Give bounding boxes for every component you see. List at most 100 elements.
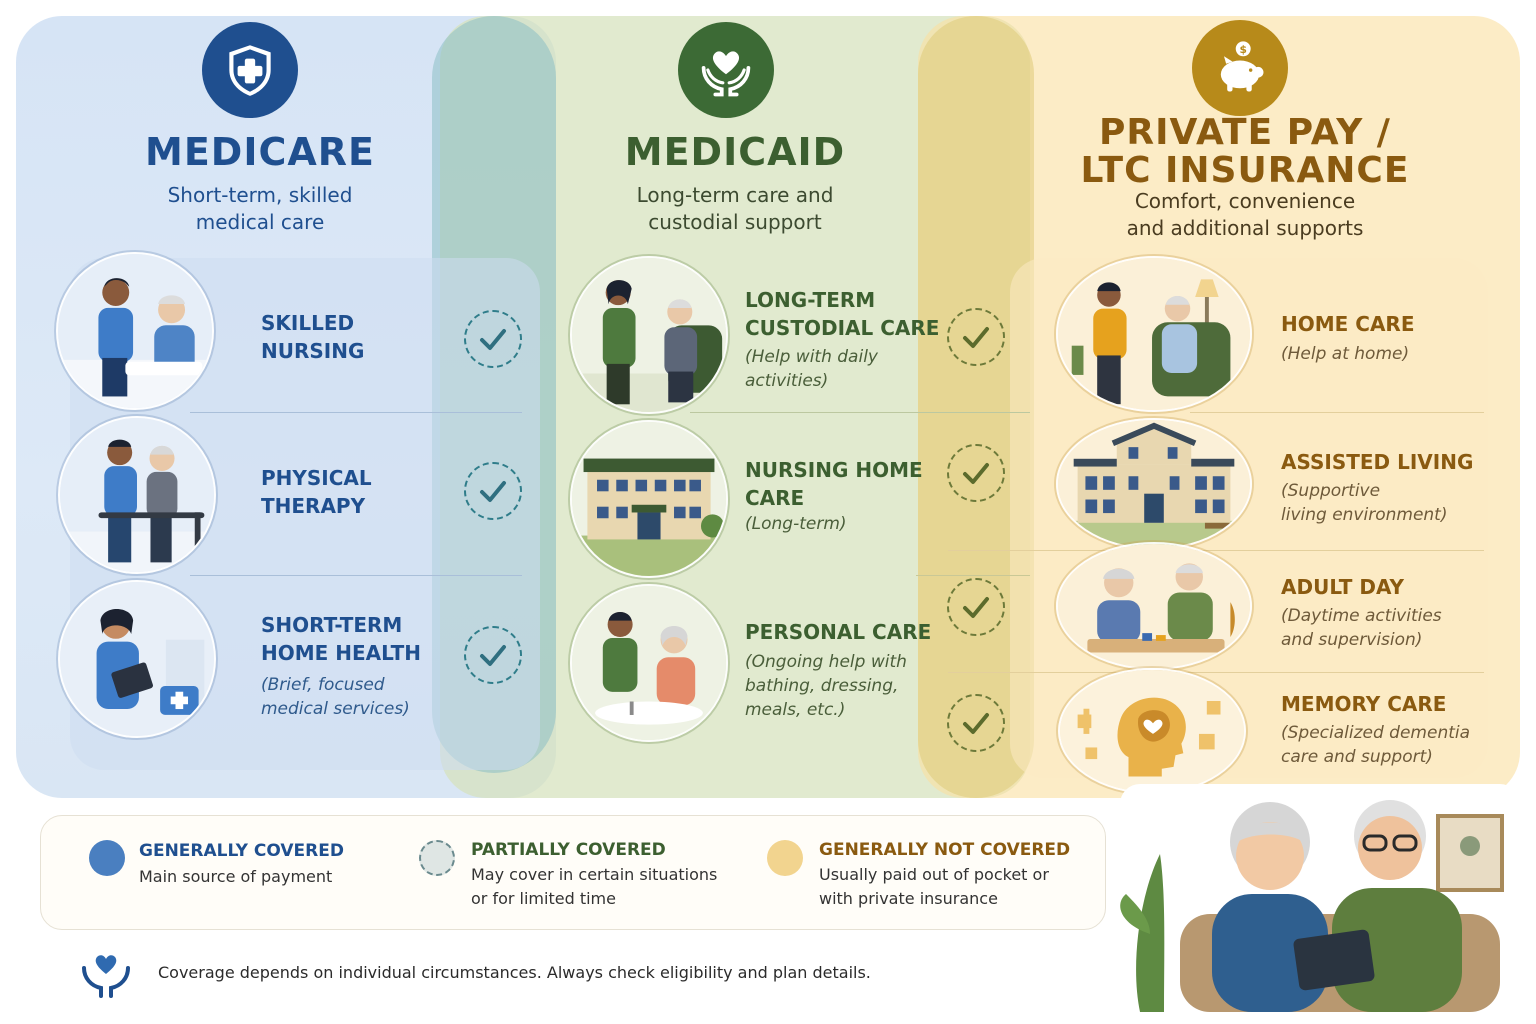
piggy-bank-icon: $ bbox=[1192, 20, 1288, 116]
service-note-line3: meals, etc.) bbox=[745, 700, 846, 720]
row-divider bbox=[690, 412, 1030, 413]
legend-not-covered-title: GENERALLY NOT COVERED bbox=[819, 840, 1071, 860]
service-title-line1: PHYSICAL bbox=[261, 466, 372, 490]
private-pay-title: PRIVATE PAY / LTC INSURANCE bbox=[1080, 114, 1410, 190]
service-note: (Help with daily activities) bbox=[745, 345, 878, 393]
service-title-line2: CARE bbox=[745, 486, 805, 510]
service-nursing-home-care: NURSING HOME CARE bbox=[745, 456, 923, 512]
private-title-line1: PRIVATE PAY / bbox=[1099, 112, 1391, 153]
service-title-line1: PERSONAL CARE bbox=[745, 620, 932, 644]
service-note-line1: (Daytime activities bbox=[1281, 606, 1442, 626]
home-health-nurse-illustration bbox=[58, 580, 216, 738]
legend-not-covered-swatch bbox=[767, 840, 803, 876]
legend-not-covered-text: Usually paid out of pocket or with priva… bbox=[819, 863, 1049, 911]
service-note-line2: activities) bbox=[745, 371, 829, 391]
service-note: (Brief, focused medical services) bbox=[261, 673, 410, 721]
service-note-line1: (Brief, focused bbox=[261, 675, 385, 695]
legend-covered-swatch bbox=[89, 840, 125, 876]
legend-partial-text: May cover in certain situations or for l… bbox=[471, 863, 717, 911]
personal-care-illustration bbox=[570, 584, 728, 742]
row-divider bbox=[1190, 412, 1484, 413]
service-title-line2: HOME HEALTH bbox=[261, 641, 421, 665]
svg-text:$: $ bbox=[1239, 43, 1246, 56]
service-long-term-custodial-care: LONG-TERM CUSTODIAL CARE bbox=[745, 286, 939, 342]
medicaid-title: MEDICAID bbox=[624, 130, 846, 174]
service-title-line2: CUSTODIAL CARE bbox=[745, 316, 940, 340]
service-note: (Help at home) bbox=[1281, 342, 1409, 366]
row-divider bbox=[948, 550, 1484, 551]
check-icon bbox=[464, 310, 522, 368]
service-short-term-home-health: SHORT-TERM HOME HEALTH bbox=[261, 611, 421, 667]
medicare-subtitle-line2: medical care bbox=[195, 210, 325, 234]
service-title-line1: SKILLED bbox=[261, 311, 355, 335]
legend-partial-line1: May cover in certain situations bbox=[471, 865, 718, 884]
private-subtitle-line2: and additional supports bbox=[1126, 216, 1364, 240]
service-note: (Daytime activities and supervision) bbox=[1281, 604, 1442, 652]
medicaid-subtitle-line1: Long-term care and bbox=[636, 183, 834, 207]
legend-covered-text: Main source of payment bbox=[139, 867, 333, 886]
couple-with-tablet-illustration bbox=[1120, 784, 1520, 1012]
service-home-care: HOME CARE bbox=[1281, 312, 1415, 336]
check-icon bbox=[947, 694, 1005, 752]
service-title-line2: NURSING bbox=[261, 339, 365, 363]
medicaid-subtitle-line2: custodial support bbox=[648, 210, 822, 234]
row-divider bbox=[948, 672, 1484, 673]
service-note-line1: (Help with daily bbox=[745, 347, 878, 367]
nurse-with-patient-illustration bbox=[56, 252, 214, 410]
check-icon bbox=[947, 308, 1005, 366]
service-note: (Supportive living environment) bbox=[1281, 479, 1447, 527]
legend-partial-title: PARTIALLY COVERED bbox=[471, 840, 666, 860]
service-physical-therapy: PHYSICAL THERAPY bbox=[261, 464, 372, 520]
shield-plus-icon bbox=[202, 22, 298, 118]
assisted-living-building-illustration bbox=[1056, 418, 1252, 550]
nursing-home-building-illustration bbox=[570, 420, 728, 578]
memory-care-head-illustration bbox=[1058, 668, 1246, 794]
service-adult-day: ADULT DAY bbox=[1281, 575, 1405, 599]
row-divider bbox=[190, 412, 522, 413]
medicare-subtitle: Short-term, skilled medical care bbox=[100, 182, 420, 236]
heart-hands-icon bbox=[678, 22, 774, 118]
service-personal-care: PERSONAL CARE bbox=[745, 618, 931, 646]
service-note-line1: (Help at home) bbox=[1281, 344, 1410, 364]
medicare-subtitle-line1: Short-term, skilled bbox=[167, 183, 353, 207]
service-note: (Ongoing help with bathing, dressing, me… bbox=[745, 650, 907, 722]
legend-not-covered-line2: with private insurance bbox=[819, 889, 998, 908]
legend-not-covered-line1: Usually paid out of pocket or bbox=[819, 865, 1049, 884]
custodial-care-illustration bbox=[570, 256, 728, 414]
private-subtitle-line1: Comfort, convenience bbox=[1134, 189, 1356, 213]
service-note-line1: (Ongoing help with bbox=[745, 652, 907, 672]
check-icon bbox=[947, 444, 1005, 502]
legend-covered-title: GENERALLY COVERED bbox=[139, 841, 344, 861]
coverage-legend: GENERALLY COVERED Main source of payment… bbox=[40, 815, 1106, 930]
home-care-illustration bbox=[1056, 256, 1252, 412]
service-note: (Specialized dementia care and support) bbox=[1281, 721, 1470, 769]
service-memory-care: MEMORY CARE bbox=[1281, 692, 1447, 716]
service-assisted-living: ASSISTED LIVING bbox=[1281, 450, 1474, 474]
row-divider bbox=[190, 575, 522, 576]
service-note-line2: living environment) bbox=[1281, 505, 1448, 525]
row-divider bbox=[916, 575, 1030, 576]
adult-day-illustration bbox=[1056, 542, 1252, 670]
check-icon bbox=[947, 578, 1005, 636]
service-note-line1: (Supportive bbox=[1281, 481, 1381, 501]
medicaid-subtitle: Long-term care and custodial support bbox=[580, 182, 890, 236]
private-title-line2: LTC INSURANCE bbox=[1080, 150, 1410, 191]
legend-partial-swatch bbox=[419, 840, 455, 876]
service-title-line2: THERAPY bbox=[261, 494, 366, 518]
service-title-line1: LONG-TERM bbox=[745, 288, 876, 312]
check-icon bbox=[464, 462, 522, 520]
service-note-line2: bathing, dressing, bbox=[745, 676, 899, 696]
service-note: (Long-term) bbox=[745, 512, 847, 536]
check-icon bbox=[464, 626, 522, 684]
service-skilled-nursing: SKILLED NURSING bbox=[261, 309, 364, 365]
legend-partial-line2: or for limited time bbox=[471, 889, 616, 908]
physical-therapy-illustration bbox=[58, 416, 216, 574]
heart-hands-icon bbox=[76, 944, 136, 1000]
medicare-title: MEDICARE bbox=[145, 130, 375, 174]
service-note-line2: medical services) bbox=[261, 699, 410, 719]
coverage-footnote: Coverage depends on individual circumsta… bbox=[158, 963, 871, 982]
service-note-line2: care and support) bbox=[1281, 747, 1433, 767]
service-title-line1: NURSING HOME bbox=[745, 458, 923, 482]
service-title-line1: SHORT-TERM bbox=[261, 613, 403, 637]
service-note-line2: and supervision) bbox=[1281, 630, 1423, 650]
